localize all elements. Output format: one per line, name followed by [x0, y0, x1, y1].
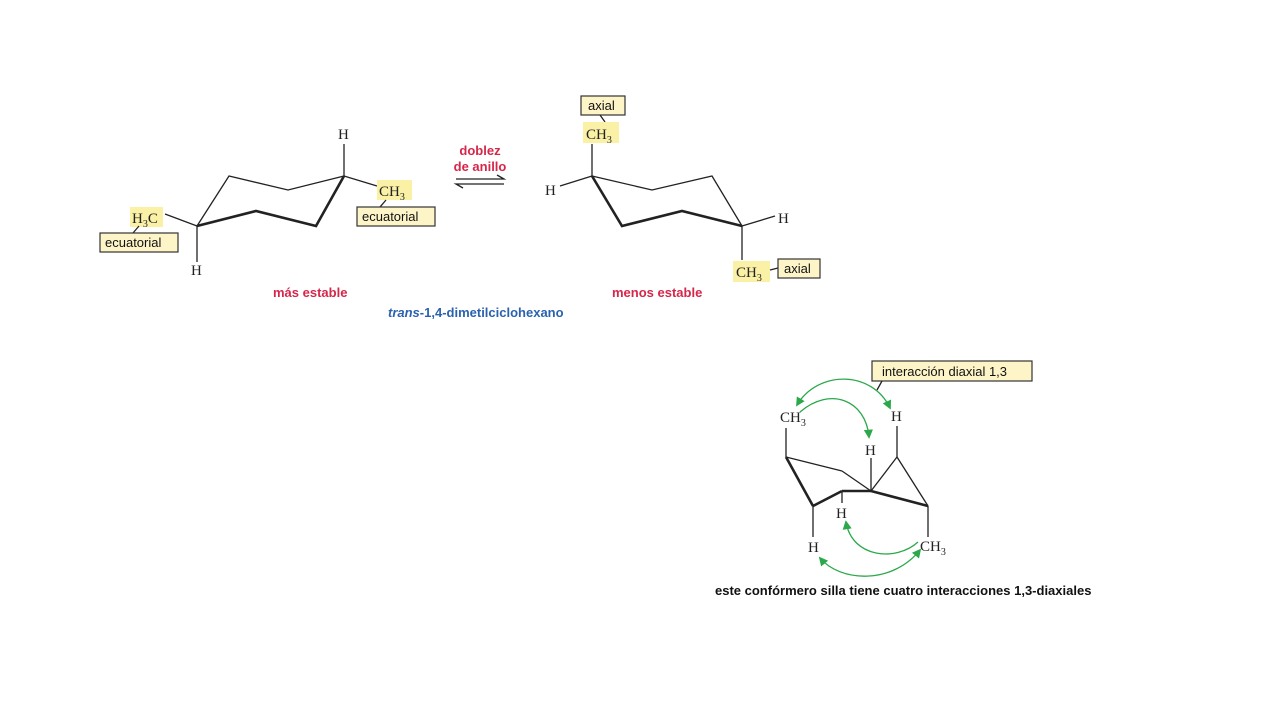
diaxial-h-bottom-left: H: [808, 540, 819, 556]
right-ring-back: [591, 175, 743, 227]
diaxial-arrow-bottom-inner: [842, 520, 919, 555]
diaxial-ring-front-mid-left: [812, 489, 843, 508]
left-ring-back: [196, 175, 345, 227]
ring-flip-label-1: doblez: [459, 143, 501, 158]
right-bond-h-left: [559, 175, 593, 187]
diaxial-ring-right-edge: [896, 456, 929, 507]
right-ch3-top-highlight: [583, 122, 619, 143]
diaxial-ch3-bottom: CH3: [920, 539, 946, 558]
reverse-harpoon: [453, 183, 504, 189]
diaxial-arrow-top-outer: [796, 378, 891, 410]
left-label-left-pointer: [132, 225, 140, 234]
right-label-top-pointer: [599, 114, 606, 123]
diaxial-h-top-right: H: [891, 409, 902, 425]
compound-name: trans-1,4-dimetilciclohexano: [388, 305, 564, 320]
left-label-right: ecuatorial: [362, 209, 418, 224]
diaxial-ring-front-right: [870, 489, 929, 508]
diaxial-caption: este confórmero silla tiene cuatro inter…: [715, 583, 1091, 598]
diaxial-h-mid-top: H: [865, 443, 876, 459]
left-ch3-right-highlight: [377, 180, 412, 200]
right-ch3-bottom-highlight: [733, 261, 770, 282]
left-stability: más estable: [273, 285, 347, 300]
right-bond-h-right: [741, 215, 776, 227]
diaxial-callout-box: [871, 360, 1033, 382]
left-label-left-box: [99, 232, 179, 253]
diaxial-callout: interacción diaxial 1,3: [882, 364, 1007, 379]
diaxial-ring-back-mid: [841, 470, 872, 492]
left-label-right-box: [356, 206, 436, 227]
left-h3c-highlight: [130, 207, 163, 227]
left-label-left: ecuatorial: [105, 235, 161, 250]
left-ring-front: [196, 175, 346, 228]
right-label-top: axial: [588, 98, 615, 113]
diaxial-ch3-top: CH3: [780, 410, 806, 429]
diaxial-h-mid-bottom: H: [836, 506, 847, 522]
forward-harpoon: [456, 174, 507, 180]
right-chair: axial CH3 H H CH3 axial menos estable: [545, 95, 821, 300]
diaxial-ring-back-left: [785, 456, 843, 472]
right-ch3-bottom: CH3: [736, 265, 762, 284]
right-label-bottom: axial: [784, 261, 811, 276]
diaxial-callout-pointer: [876, 380, 883, 391]
left-ch3-right: CH3: [379, 184, 405, 203]
left-chair: H CH3 H3C H ecuatorial ecuatorial más es…: [99, 127, 436, 300]
right-stability: menos estable: [612, 285, 702, 300]
right-h-right: H: [778, 211, 789, 227]
ring-flip-equilibrium: doblez de anillo: [453, 143, 507, 189]
left-bond-ch3-right: [343, 175, 378, 187]
right-label-bottom-box: [777, 258, 821, 279]
right-ring-front: [590, 175, 743, 228]
left-h-bottom: H: [191, 263, 202, 279]
right-h-left: H: [545, 183, 556, 199]
left-h3c-left: H3C: [132, 211, 158, 230]
diaxial-chair: interacción diaxial 1,3 CH3 H H H H CH3 …: [715, 360, 1091, 598]
right-label-top-box: [580, 95, 626, 116]
right-ch3-top: CH3: [586, 127, 612, 146]
diaxial-ring-front-left: [784, 456, 815, 507]
right-label-bottom-pointer: [769, 267, 779, 271]
left-h-top: H: [338, 127, 349, 143]
diaxial-arrow-top-inner: [799, 398, 873, 439]
diaxial-ring-back-right: [870, 456, 898, 492]
left-label-right-pointer: [379, 199, 387, 208]
ring-flip-label-2: de anillo: [454, 159, 507, 174]
diaxial-arrow-bottom-outer: [818, 548, 922, 577]
left-bond-h3c-left: [164, 213, 198, 227]
